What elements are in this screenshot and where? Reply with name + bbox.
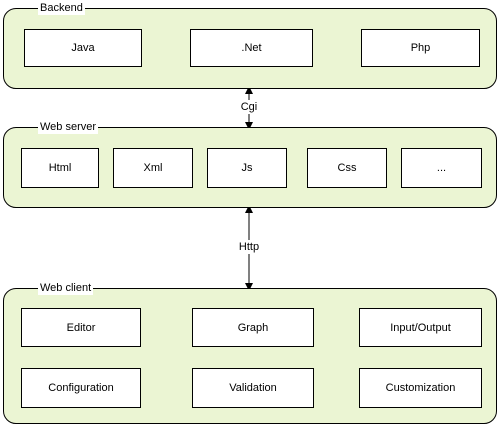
cgi-label: Cgi [238, 100, 260, 114]
more-box: ... [401, 148, 482, 188]
web-server-layer: Web server Html Xml Js Css ... [3, 120, 497, 208]
input-output-box: Input/Output [359, 308, 482, 347]
php-box: Php [361, 29, 480, 67]
validation-box: Validation [192, 368, 314, 408]
java-box: Java [24, 29, 142, 67]
customization-box: Customization [359, 368, 482, 408]
backend-layer: Backend Java .Net Php [3, 1, 497, 89]
js-box: Js [207, 148, 287, 188]
graph-box: Graph [192, 308, 314, 347]
web-server-layer-title: Web server [38, 120, 99, 134]
dotnet-box: .Net [190, 29, 313, 67]
configuration-box: Configuration [21, 368, 141, 408]
http-label: Http [236, 240, 262, 254]
web-client-layer-title: Web client [38, 281, 94, 295]
backend-layer-title: Backend [38, 1, 85, 15]
editor-box: Editor [21, 308, 141, 347]
web-client-layer: Web client Editor Graph Input/Output Con… [3, 281, 497, 424]
html-box: Html [21, 148, 99, 188]
xml-box: Xml [113, 148, 193, 188]
css-box: Css [307, 148, 387, 188]
